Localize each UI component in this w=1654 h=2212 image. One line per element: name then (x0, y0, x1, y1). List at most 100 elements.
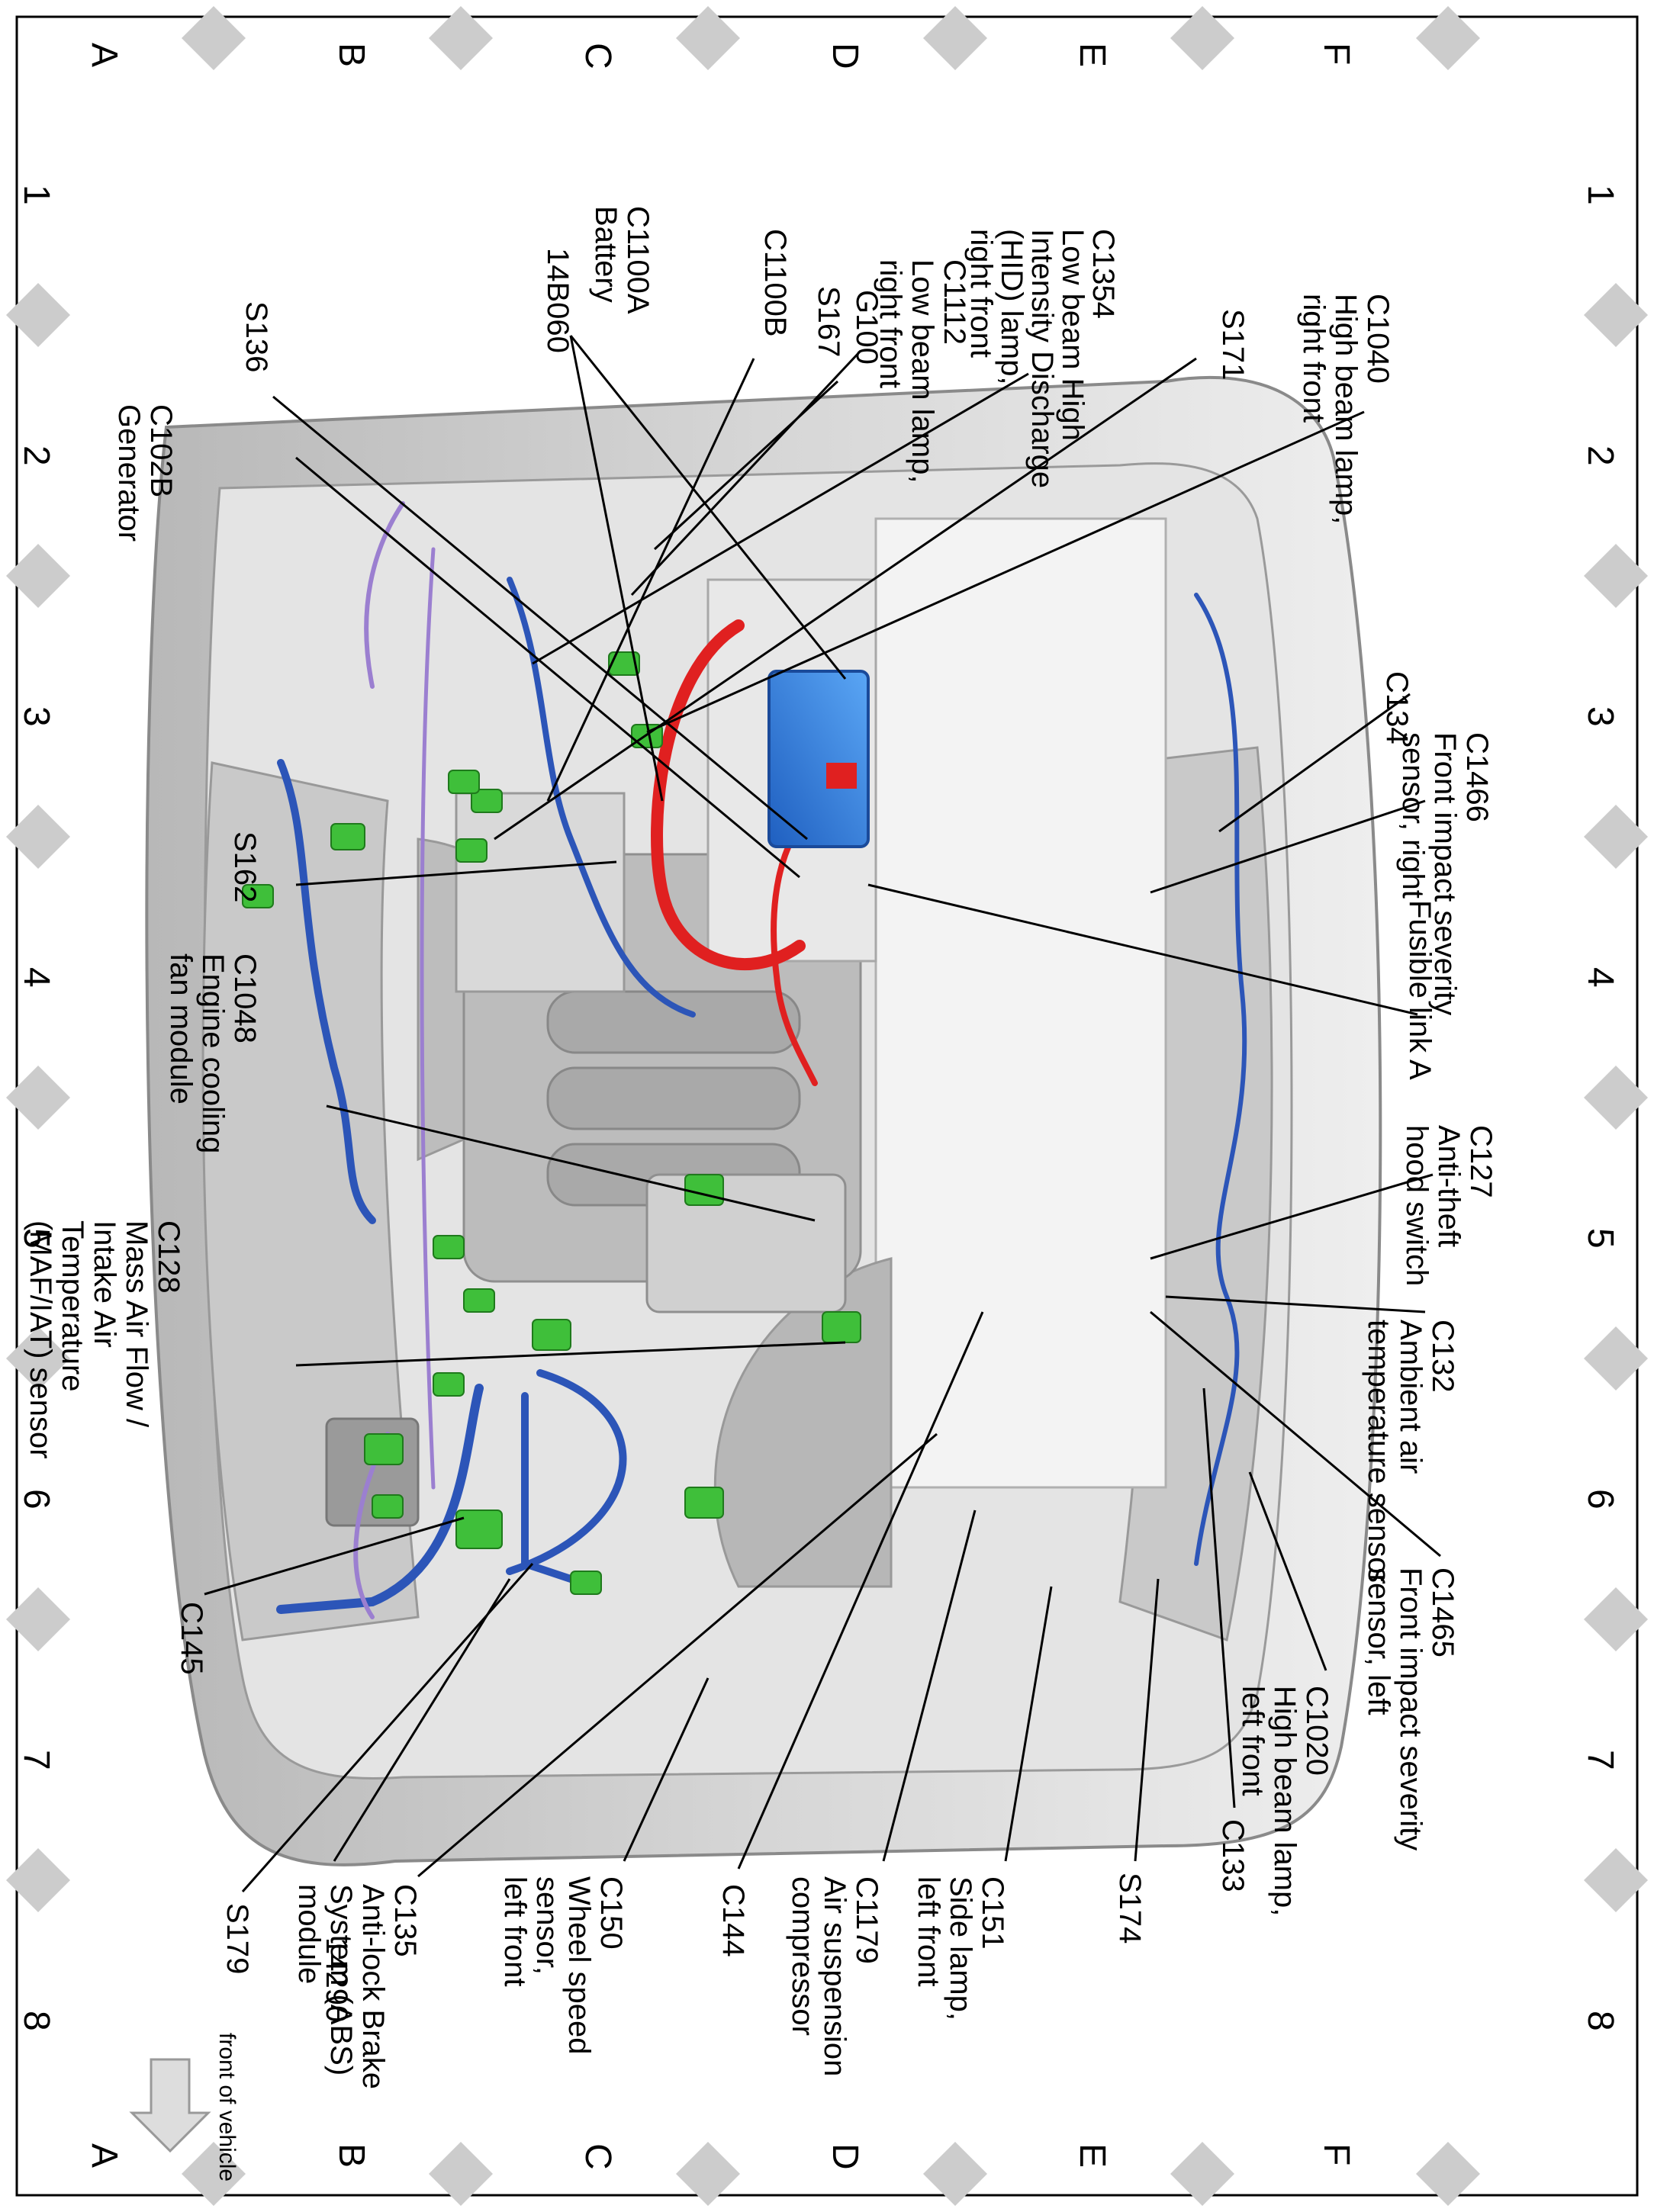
battery-case (767, 670, 870, 848)
callout-c1040-line-1: C1040 (1361, 294, 1395, 384)
callout-c128-line-4: Temperature (56, 1220, 89, 1392)
callout-c1100b: C1100B (758, 229, 792, 337)
callout-fusible-link-a-line-1: Fusible link A (1403, 900, 1437, 1080)
callout-c1112-line-2: Low beam lamp, (906, 259, 939, 483)
callout-c1040: C1040High beam lamp,right front (1297, 294, 1395, 524)
col-label-5-bottom: 5 (1580, 1228, 1620, 1249)
leader-s167 (653, 380, 839, 551)
callout-c1112: C1112Low beam lamp,right front (874, 259, 971, 483)
callout-c135-line-1: C135 (388, 1884, 422, 1957)
connector-c132 (463, 1288, 495, 1313)
callout-c1048-line-3: fan module (164, 953, 198, 1104)
purple-bumper-harness (420, 547, 436, 1490)
col-label-5-top: 5 (16, 1228, 56, 1249)
grid-diamond-right-1 (1170, 2142, 1234, 2206)
callout-c1466: C1466Front impact severitysensor, right (1396, 732, 1494, 1015)
connector-c134 (330, 823, 365, 850)
blue-left-loop (506, 1369, 627, 1575)
leader-14b060-b (569, 335, 847, 680)
connector-c1179 (684, 1487, 724, 1519)
col-label-6-top: 6 (16, 1489, 56, 1509)
connector-c133 (433, 1372, 465, 1397)
grid-diamond-top-4 (6, 1326, 70, 1391)
grid-diamond-left-5 (182, 6, 246, 70)
callout-s136: S136 (240, 301, 273, 372)
callout-s167: S167 (812, 286, 845, 357)
callout-c1354-line-1: C1354 (1086, 229, 1120, 319)
connector-c144 (532, 1319, 571, 1351)
callout-c1100a: C1100ABattery (589, 206, 655, 314)
intake-manifold-runners (546, 990, 801, 1207)
callout-c150-line-2: Wheel speed (562, 1876, 596, 2054)
col-label-1-top: 1 (16, 185, 56, 205)
grid-diamond-top-2 (6, 805, 70, 869)
row-label-f-right: F (1316, 2143, 1356, 2165)
leader-c128 (295, 1341, 846, 1367)
connector-c1466 (242, 884, 274, 908)
front-of-vehicle-label: front of vehicle (214, 2033, 240, 2181)
callout-c128-line-3: Intake Air (88, 1220, 121, 1348)
callout-c1465-line-3: sensor, left (1362, 1567, 1395, 1715)
grid-diamond-top-0 (6, 283, 70, 347)
leader-c133 (1202, 1387, 1236, 1809)
grid-diamond-bottom-4 (1584, 1326, 1648, 1391)
callout-s179: S179 (220, 1903, 254, 1974)
leader-c127 (1150, 1173, 1434, 1260)
callout-c1020-line-2: High beam lamp, (1268, 1686, 1302, 1916)
row-label-c-left: C (578, 43, 618, 69)
leader-c1040 (646, 410, 1365, 734)
grid-diamond-left-2 (923, 6, 987, 70)
callout-c150-line-1: C150 (594, 1876, 628, 1950)
callout-c1048: C1048Engine coolingfan module (164, 953, 262, 1153)
callout-c1465-line-2: Front impact severity (1394, 1567, 1427, 1850)
air-filter-box (645, 1173, 847, 1313)
leader-c1048 (326, 1104, 816, 1222)
grid-diamond-left-4 (429, 6, 493, 70)
callout-c132-line-2: Ambient air (1394, 1320, 1427, 1474)
grid-diamond-top-5 (6, 1587, 70, 1651)
callout-c1179: C1179Air suspensioncompressor (786, 1876, 883, 2076)
battery-fuse-block (826, 763, 857, 789)
leader-14b060-a (569, 335, 664, 802)
grid-diamond-left-1 (1170, 6, 1234, 70)
callout-c127: C127Anti-thefthood switch (1400, 1125, 1498, 1286)
leader-s174 (1134, 1578, 1160, 1862)
callout-c1100b-line-1: C1100B (758, 229, 792, 337)
callout-c1465-line-1: C1465 (1426, 1567, 1459, 1657)
callout-s167-line-1: S167 (812, 286, 845, 357)
callout-s162: S162 (228, 831, 262, 902)
callout-s171: S171 (1216, 309, 1250, 380)
callout-c1466-line-3: sensor, right (1396, 732, 1430, 899)
callout-14290: 14290 (320, 1937, 353, 2022)
callout-c1179-line-1: C1179 (850, 1876, 883, 1964)
row-label-f-left: F (1316, 43, 1356, 65)
callout-c1354: C1354Low beam HighIntensity Discharge(HI… (964, 229, 1120, 488)
grid-diamond-right-2 (923, 2142, 987, 2206)
leader-c102b (295, 456, 800, 879)
col-label-7-bottom: 7 (1580, 1750, 1620, 1770)
grid-diamond-bottom-6 (1584, 1848, 1648, 1912)
connector-c1020 (372, 1494, 404, 1519)
callout-s174-line-1: S174 (1113, 1873, 1147, 1944)
leader-c145 (204, 1516, 465, 1596)
callout-labels: C1040High beam lamp,right front S171 C13… (24, 206, 1498, 2089)
callout-c102b: C102BGenerator (112, 404, 178, 542)
battery (767, 670, 870, 848)
leader-s136 (272, 395, 808, 841)
col-label-3-bottom: 3 (1580, 706, 1620, 727)
callout-c1465: C1465Front impact severitysensor, left (1362, 1567, 1459, 1850)
row-label-a-right: A (84, 2143, 124, 2168)
callout-14290-line-1: 14290 (320, 1937, 353, 2022)
col-label-7-top: 7 (16, 1750, 56, 1770)
leader-s171 (494, 357, 1197, 841)
connector-c1112 (608, 651, 640, 676)
fusebox-platform (455, 792, 626, 993)
purple-sensor-harness-right (364, 501, 405, 689)
callout-14b060: 14B060 (541, 248, 574, 353)
grid-diamond-top-6 (6, 1848, 70, 1912)
grid-diamond-bottom-2 (1584, 805, 1648, 869)
grid-diamond-left-3 (676, 6, 740, 70)
leader-c150 (623, 1677, 710, 1862)
callout-c150: C150Wheel speedsensor,left front (498, 1876, 628, 2054)
leader-c151 (1004, 1586, 1053, 1862)
